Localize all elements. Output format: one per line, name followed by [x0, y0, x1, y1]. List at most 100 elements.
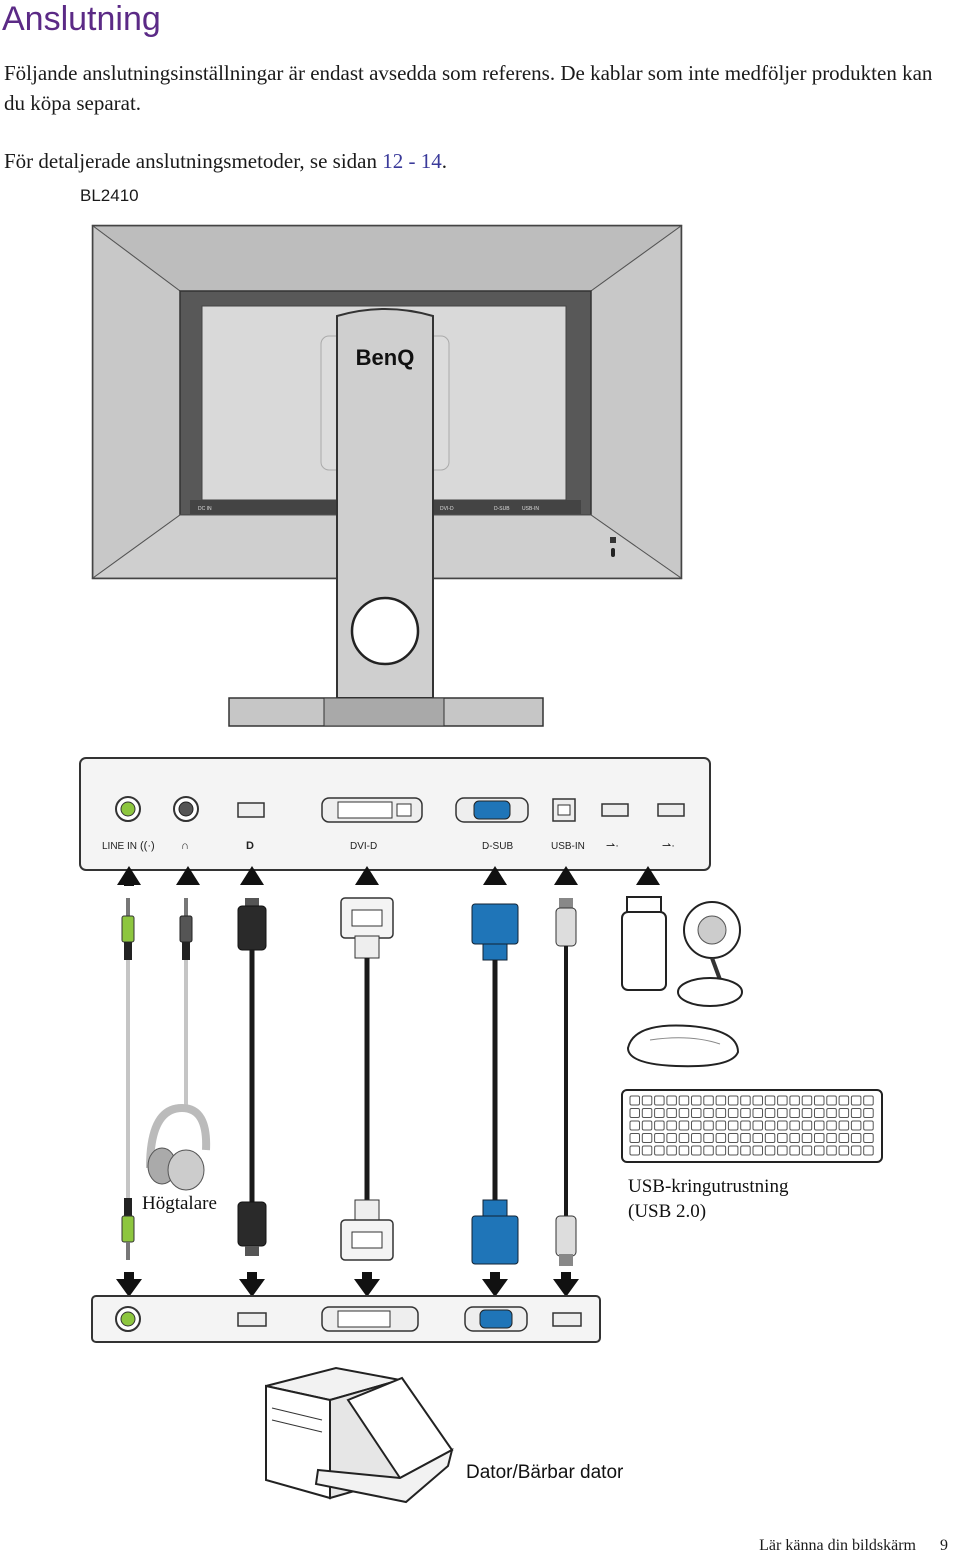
- headphone-icon: ∩: [181, 840, 189, 852]
- keyboard-key: [777, 1120, 788, 1131]
- keyboard-key: [715, 1120, 727, 1131]
- keyboard-key: [801, 1095, 813, 1106]
- displayport-cable: [237, 898, 267, 1256]
- keyboard-key: [678, 1108, 690, 1118]
- pc-usb-port[interactable]: [552, 1312, 582, 1327]
- keyboard-key: [764, 1120, 776, 1131]
- keyboard-key: [666, 1133, 677, 1143]
- keyboard-key: [814, 1108, 825, 1118]
- keyboard-key: [801, 1120, 813, 1131]
- keyboard-key: [838, 1108, 850, 1118]
- model-name: BL2410: [80, 186, 139, 205]
- keyboard-key: [752, 1120, 763, 1131]
- usb-peripherals-label: USB-kringutrustning: [628, 1176, 789, 1197]
- keyboard-key: [863, 1120, 874, 1131]
- keyboard-key: [715, 1108, 727, 1118]
- keyboard-key: [826, 1095, 837, 1106]
- keyboard-key: [654, 1095, 665, 1106]
- keyboard-key: [691, 1133, 702, 1143]
- keyboard-key: [715, 1145, 727, 1156]
- displayport-icon: D: [246, 840, 254, 852]
- audio-cable-line-in: [121, 898, 135, 1260]
- usb-in-label: USB-IN: [551, 841, 585, 852]
- keyboard-key: [826, 1120, 837, 1131]
- keyboard-key: [727, 1095, 739, 1106]
- keyboard-key: [727, 1108, 739, 1118]
- keyboard-key: [641, 1145, 653, 1156]
- keyboard-key: [703, 1145, 714, 1156]
- keyboard-key: [789, 1095, 800, 1106]
- keyboard-key: [666, 1095, 677, 1106]
- port-panel: LINE IN ((·) ∩ D DVI-D D-SUB USB-IN ⇀· ⇀…: [79, 757, 711, 871]
- keyboard-key: [801, 1133, 813, 1143]
- keyboard-key: [629, 1120, 640, 1131]
- brand-logo: BenQ: [356, 345, 415, 370]
- keyboard-key: [666, 1145, 677, 1156]
- usb-flash-drive: [621, 896, 667, 991]
- keyboard-key: [752, 1108, 763, 1118]
- page-reference-link[interactable]: 12 - 14: [382, 149, 442, 173]
- computer-port-panel: [91, 1295, 601, 1343]
- keyboard-key: [838, 1095, 850, 1106]
- keyboard-key: [826, 1108, 837, 1118]
- keyboard-key: [654, 1120, 665, 1131]
- page-footer: Lär känna din bildskärm 9: [759, 1537, 948, 1555]
- keyboard-key: [764, 1145, 776, 1156]
- intro-paragraph: Följande anslutningsinställningar är end…: [4, 61, 933, 115]
- keyboard-key: [654, 1145, 665, 1156]
- keyboard-key: [629, 1145, 640, 1156]
- keyboard-key: [789, 1108, 800, 1118]
- keyboard-key: [801, 1145, 813, 1156]
- keyboard-key: [678, 1145, 690, 1156]
- usb-icon-1: ⇀·: [606, 840, 619, 852]
- keyboard-key: [691, 1095, 702, 1106]
- keyboard-key: [777, 1095, 788, 1106]
- keyboard-key: [641, 1095, 653, 1106]
- audio-in-icon: ((·): [140, 840, 155, 852]
- line-in-label: LINE IN: [102, 841, 137, 852]
- keyboard-key: [666, 1120, 677, 1131]
- keyboard-key: [654, 1133, 665, 1143]
- speakers-label: Högtalare: [142, 1193, 217, 1214]
- keyboard-key: [838, 1145, 850, 1156]
- keyboard-key: [740, 1108, 751, 1118]
- pc-displayport[interactable]: [237, 1312, 267, 1327]
- keyboard-key: [752, 1133, 763, 1143]
- keyboard-key: [703, 1120, 714, 1131]
- keyboard-key: [863, 1095, 874, 1106]
- page-title: Anslutning: [2, 0, 161, 38]
- dvi-cable: [340, 897, 394, 1261]
- monitor-stand: BenQ: [228, 308, 544, 727]
- mouse: [626, 1024, 740, 1068]
- usb-a-port-1[interactable]: [601, 803, 629, 817]
- keyboard-key: [777, 1145, 788, 1156]
- footer-section: Lär känna din bildskärm: [759, 1537, 916, 1554]
- keyboard-key: [727, 1120, 739, 1131]
- keyboard-key: [666, 1108, 677, 1118]
- keyboard-key: [691, 1145, 702, 1156]
- keyboard-key: [678, 1120, 690, 1131]
- keyboard-key: [752, 1145, 763, 1156]
- page-number: 9: [940, 1537, 948, 1554]
- keyboard-key: [641, 1120, 653, 1131]
- keyboard-key: [850, 1133, 862, 1143]
- keyboard-key: [801, 1108, 813, 1118]
- keyboard-key: [629, 1133, 640, 1143]
- keyboard-key: [789, 1120, 800, 1131]
- keyboard-key: [691, 1108, 702, 1118]
- displayport-port[interactable]: [237, 802, 265, 818]
- usb-a-port-2[interactable]: [657, 803, 685, 817]
- down-arrows: [116, 1272, 579, 1297]
- keyboard-key: [629, 1095, 640, 1106]
- keyboard-key: [777, 1133, 788, 1143]
- usb-peripherals-sublabel: (USB 2.0): [628, 1201, 706, 1222]
- vga-cable: [471, 903, 519, 1265]
- laptop: [314, 1376, 454, 1504]
- keyboard-key: [850, 1095, 862, 1106]
- keyboard-key: [826, 1145, 837, 1156]
- details-prefix: För detaljerade anslutningsmetoder, se s…: [4, 149, 383, 173]
- keyboard-key: [703, 1133, 714, 1143]
- keyboard-key: [764, 1108, 776, 1118]
- keyboard-key: [703, 1095, 714, 1106]
